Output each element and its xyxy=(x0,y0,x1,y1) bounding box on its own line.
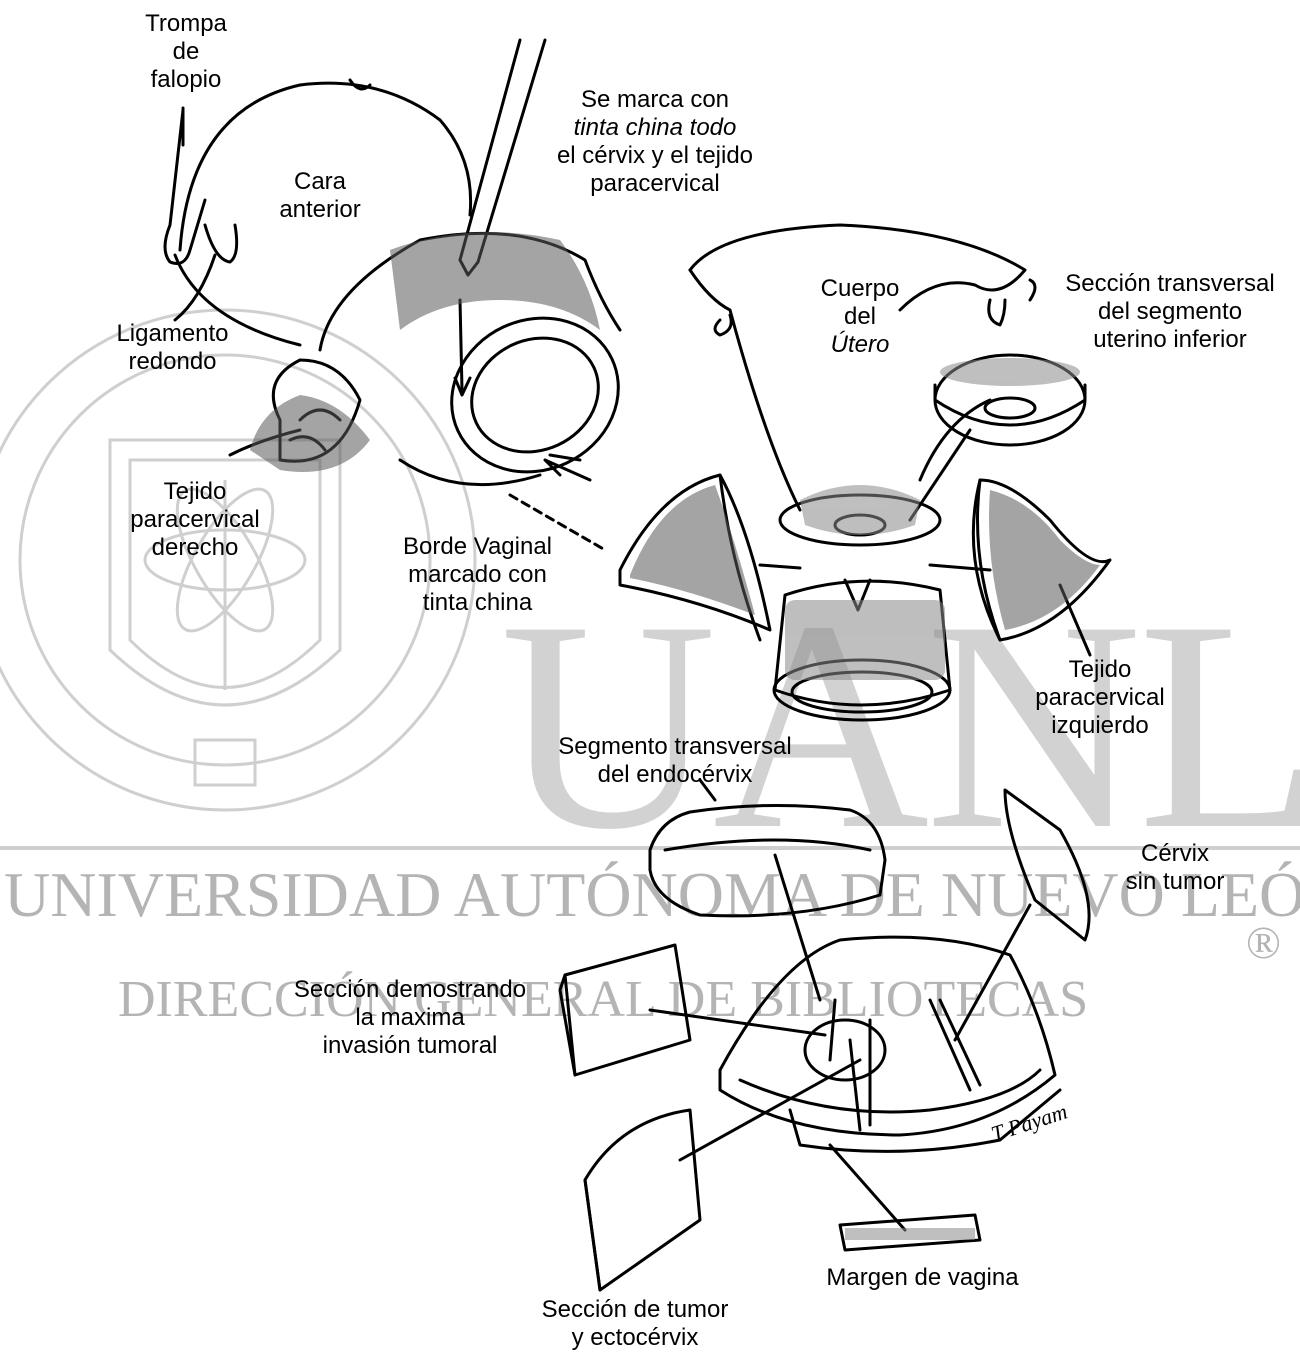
paracervical-right-wedge xyxy=(976,478,1112,642)
cervix-no-tumor-block xyxy=(1003,788,1091,942)
invasion-section-block xyxy=(563,943,692,1077)
tumor-ectocervix-block xyxy=(583,1108,702,1292)
leader-segmento-endocervix xyxy=(698,778,717,802)
cervix-opened xyxy=(718,935,1057,1137)
watermark-direction-line: DIRECCIÓN GENERAL DE BIBLIOTECAS xyxy=(118,971,1089,1028)
uterus-body-outline xyxy=(688,223,1027,312)
uterus-anterior xyxy=(178,81,473,252)
paracervical-left-wedge xyxy=(618,473,772,632)
leader-seccion-segmento xyxy=(1028,278,1037,302)
vaginal-margin-strip xyxy=(838,1213,982,1252)
watermark-registered-mark: ® xyxy=(1246,917,1281,968)
label-margen-de-vagina: Margen de vagina xyxy=(826,1264,1019,1291)
leader-borde-vaginal xyxy=(508,493,607,552)
vaginal-cuff xyxy=(450,316,620,474)
label-tinta-china-note: Se marca con tinta china todo el cérvix … xyxy=(556,86,754,197)
endocervix-segment xyxy=(648,803,887,918)
watermark-university-line: UNIVERSIDAD AUTÓNOMA DE NUEVO LEÓN xyxy=(4,859,1300,930)
ink-pen xyxy=(458,38,547,264)
leader-ligamento xyxy=(173,253,217,322)
fallopian-tube-left xyxy=(163,108,207,265)
